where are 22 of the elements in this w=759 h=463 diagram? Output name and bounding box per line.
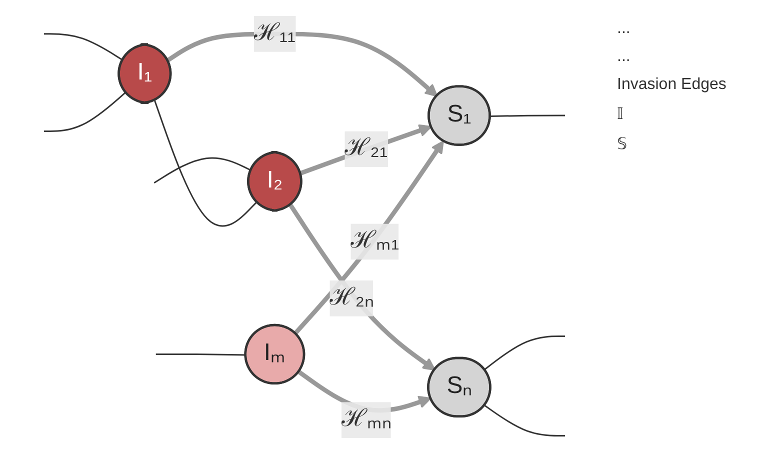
- label-text: ...: [617, 20, 632, 38]
- label-text: 𝕊: [617, 135, 628, 154]
- arrow: [294, 140, 444, 335]
- network-diagram: ℋ₁₁ ℋ₂₁ ℋₘ₁ ℋ₂ₙ ℋₘₙ I₁ I₂ Iₘ S₁ Sₙ: [0, 4, 609, 459]
- connector: [154, 157, 252, 184]
- node-ellipse: I₂: [247, 151, 302, 212]
- node-ellipse: S₁: [428, 85, 491, 146]
- connector: [484, 336, 566, 370]
- connector: [44, 33, 124, 61]
- label-text: 𝕀: [617, 105, 624, 124]
- connector: [44, 92, 126, 132]
- arrow: [288, 204, 436, 371]
- node-ellipse: I₁: [118, 43, 172, 104]
- arrow: [300, 124, 432, 176]
- connector: [484, 405, 566, 437]
- node-ellipse: Iₘ: [244, 324, 306, 385]
- connector: [156, 353, 246, 356]
- label-text: ...: [617, 48, 632, 66]
- node-ellipse: Sₙ: [427, 356, 492, 418]
- label-text: Invasion Edges: [617, 76, 728, 94]
- connector: [490, 114, 566, 117]
- connector: [154, 100, 258, 227]
